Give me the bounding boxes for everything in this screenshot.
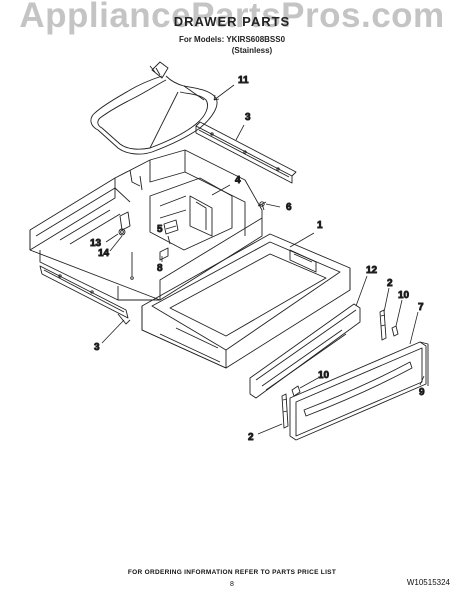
callout-14: 14: [98, 248, 110, 259]
page-title: DRAWER PARTS: [173, 14, 291, 29]
slide-rail-upper-part: [195, 121, 297, 184]
ordering-note: FOR ORDERING INFORMATION REFER TO PARTS …: [127, 569, 337, 576]
screw-part: [257, 201, 267, 211]
callout-3-upper: 3: [245, 112, 251, 123]
slide-rail-lower-part: [39, 265, 131, 325]
side-bracket-lower-part: [281, 385, 301, 429]
callout-1: 1: [317, 220, 323, 231]
rear-bracket-part: [149, 177, 233, 251]
document-number: W10515324: [406, 578, 450, 587]
callout-4: 4: [235, 175, 241, 186]
page-number: 8: [230, 581, 234, 588]
callout-3-lower: 3: [94, 342, 100, 353]
callout-11: 11: [238, 75, 249, 86]
callout-10-lower: 10: [318, 370, 330, 381]
callout-5: 5: [157, 224, 163, 235]
heating-element-part: [90, 61, 218, 155]
drawer-pan-part: [141, 233, 351, 369]
drawer-front-part: [289, 341, 429, 441]
callout-7: 7: [418, 302, 424, 313]
callout-12: 12: [366, 265, 378, 276]
front-panel-liner-part: [249, 303, 361, 399]
callout-10-upper: 10: [398, 290, 410, 301]
drawer-housing-part: [29, 149, 263, 301]
side-bracket-upper-part: [379, 309, 399, 341]
leader-lines: [101, 84, 425, 435]
callout-13: 13: [90, 238, 102, 249]
callout-9: 9: [419, 387, 425, 398]
callout-6: 6: [286, 202, 292, 213]
variant-line: (Stainless): [231, 46, 273, 55]
watermark: AppliancePartsPros.com: [19, 0, 445, 35]
callout-2-upper: 2: [387, 278, 393, 289]
callout-2-lower: 2: [248, 432, 254, 443]
fasteners-part: [118, 211, 179, 280]
callout-8: 8: [157, 263, 163, 274]
model-subtitle: For Models: YKIRS608BSS0 (Stainless): [0, 34, 464, 56]
model-line: For Models: YKIRS608BSS0: [178, 35, 286, 44]
